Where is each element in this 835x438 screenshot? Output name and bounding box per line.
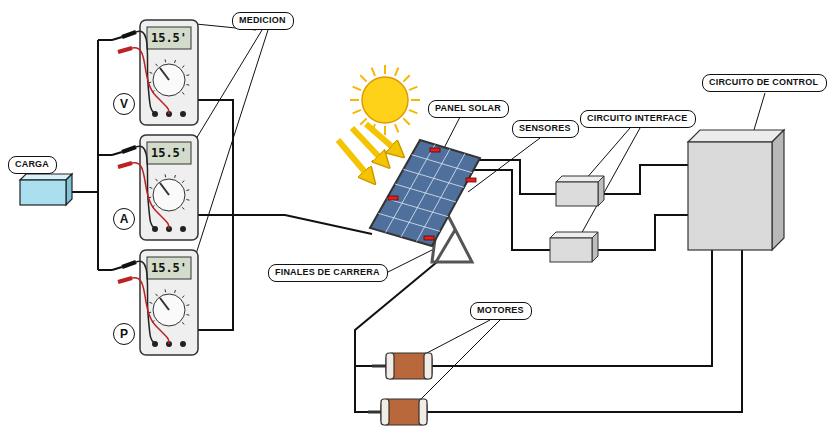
node-text: SENSORES <box>519 123 571 134</box>
part-tag: CIRCUITO INTERFACE <box>580 110 696 128</box>
meter-reading: 15.5' <box>147 28 191 48</box>
leader-lines <box>196 24 765 400</box>
part-tag: PANEL SOLAR <box>428 100 509 118</box>
sun-rays-arrows <box>338 124 398 178</box>
quantity-circle: P <box>113 323 135 345</box>
part-tag: MOTORES <box>470 302 532 320</box>
load-box <box>20 174 72 205</box>
multimeter <box>112 135 198 240</box>
multimeter <box>112 250 198 355</box>
sensors <box>388 148 476 240</box>
node-text: CIRCUITO INTERFACE <box>587 113 687 124</box>
node-text: FINALES DE CARRERA <box>275 267 380 278</box>
node-text: CARGA <box>15 159 49 170</box>
wiring <box>66 40 742 412</box>
sun <box>350 65 420 135</box>
interface-boxes <box>550 176 604 262</box>
motors <box>368 353 432 425</box>
quantity-circle: A <box>113 208 135 230</box>
node-text: MEDICION <box>239 15 286 26</box>
quantity-circle: V <box>113 93 135 115</box>
part-tag: SENSORES <box>512 120 579 138</box>
control-box <box>688 130 784 250</box>
part-tag: FINALES DE CARRERA <box>268 264 388 282</box>
meter-reading: 15.5' <box>147 143 191 163</box>
node-text: MOTORES <box>477 305 524 316</box>
solar-panel <box>370 140 480 246</box>
node-text: V <box>120 97 128 111</box>
multimeters <box>112 20 198 355</box>
node-text: A <box>120 212 129 226</box>
section-tag: MEDICION <box>232 12 294 30</box>
node-text: P <box>120 327 128 341</box>
node-text: PANEL SOLAR <box>435 103 501 114</box>
node-text: CIRCUITO DE CONTROL <box>709 77 818 88</box>
meter-reading: 15.5' <box>147 258 191 278</box>
load-tag: CARGA <box>8 156 57 174</box>
part-tag: CIRCUITO DE CONTROL <box>702 74 827 92</box>
multimeter <box>112 20 198 125</box>
